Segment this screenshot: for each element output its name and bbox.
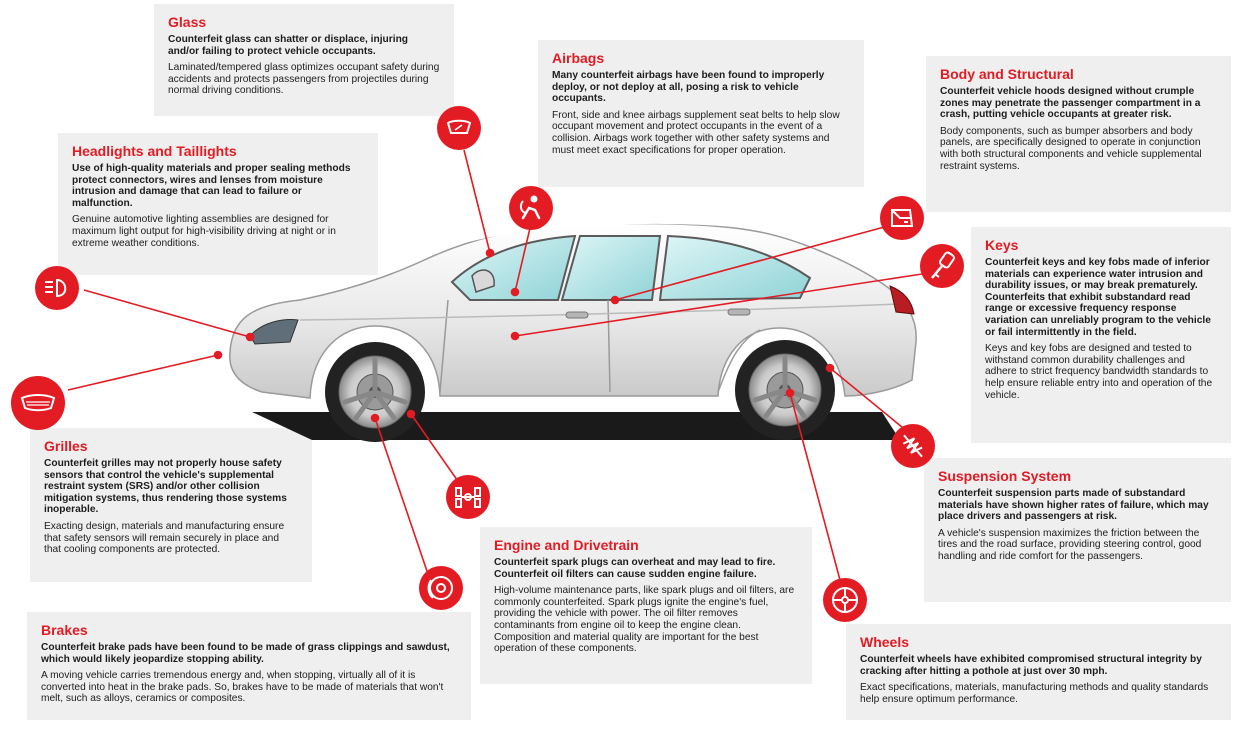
- suspension-title: Suspension System: [938, 468, 1072, 484]
- suspension-panel: Suspension System Counterfeit suspension…: [924, 458, 1231, 602]
- wheels-lead: Counterfeit wheels have exhibited compro…: [860, 654, 1202, 677]
- headlight: [249, 319, 299, 345]
- rear-spoke-4: [763, 387, 788, 419]
- body-structural-title: Body and Structural: [940, 66, 1074, 82]
- headlights-body: Genuine automotive lighting assemblies a…: [72, 214, 336, 249]
- brakes-title: Brakes: [41, 622, 88, 638]
- leader-wheels: [789, 392, 841, 581]
- glass-title: Glass: [168, 14, 207, 30]
- key-icon: [920, 244, 964, 288]
- dot-suspension: [825, 363, 835, 373]
- airbags-panel: Airbags Many counterfeit airbags have be…: [538, 40, 864, 187]
- suspension-body: A vehicle's suspension maximizes the fri…: [938, 527, 1202, 562]
- engine-lead: Counterfeit spark plugs can overheat and…: [494, 557, 776, 580]
- body-structural-lead: Counterfeit vehicle hoods designed witho…: [940, 86, 1201, 121]
- body-structural-panel: Body and Structural Counterfeit vehicle …: [926, 56, 1231, 212]
- leader-body: [614, 225, 889, 301]
- body-structural-body: Body components, such as bumper absorber…: [940, 125, 1202, 172]
- door-seam-middle: [607, 299, 611, 393]
- door-seam-front: [439, 299, 449, 393]
- headlights-lead: Use of high-quality materials and proper…: [72, 163, 351, 209]
- glass-lead: Counterfeit glass can shatter or displac…: [168, 34, 409, 57]
- dot-grilles: [213, 350, 223, 360]
- suspension-lead: Counterfeit suspension parts made of sub…: [938, 488, 1209, 523]
- grilles-lead: Counterfeit grilles may not properly hou…: [44, 458, 287, 516]
- dot-keys: [510, 331, 520, 341]
- engine-panel: Engine and Drivetrain Counterfeit spark …: [480, 527, 812, 684]
- front-door-handle: [565, 311, 589, 319]
- brake-disc-icon: [419, 566, 463, 610]
- dot-headlights: [245, 332, 255, 342]
- keys-lead: Counterfeit keys and key fobs made of in…: [985, 257, 1211, 338]
- leader-engine: [410, 413, 463, 488]
- wheel-icon: [823, 578, 867, 622]
- car-door-icon: [880, 196, 924, 240]
- headlights-panel: Headlights and Taillights Use of high-qu…: [58, 133, 378, 275]
- leader-headlights: [83, 289, 251, 338]
- leader-brakes: [374, 417, 431, 581]
- brakes-body: A moving vehicle carries tremendous ener…: [41, 670, 444, 705]
- grille-icon: [11, 376, 65, 430]
- wheels-title: Wheels: [860, 634, 910, 650]
- engine-body: High-volume maintenance parts, like spar…: [494, 585, 795, 655]
- dot-wheels: [785, 388, 795, 398]
- headlights-title: Headlights and Taillights: [72, 143, 237, 159]
- keys-title: Keys: [985, 237, 1019, 253]
- side-mirror: [471, 269, 495, 293]
- airbag-icon: [509, 186, 553, 230]
- headlight-icon: [35, 266, 79, 310]
- wheels-panel: Wheels Counterfeit wheels have exhibited…: [846, 624, 1231, 720]
- front-spoke-4: [353, 389, 378, 421]
- taillight: [889, 285, 915, 315]
- airbags-body: Front, side and knee airbags supplement …: [552, 109, 840, 156]
- leader-glass: [463, 149, 491, 254]
- airbags-title: Airbags: [552, 50, 605, 66]
- leader-suspension: [829, 367, 909, 433]
- dot-brakes: [370, 413, 380, 423]
- rear-spoke-5: [752, 387, 788, 403]
- front-spoke-5: [342, 389, 378, 405]
- brakes-panel: Brakes Counterfeit brake pads have been …: [27, 612, 471, 720]
- grilles-title: Grilles: [44, 438, 88, 454]
- wheels-body: Exact specifications, materials, manufac…: [860, 682, 1209, 705]
- grilles-panel: Grilles Counterfeit grilles may not prop…: [30, 428, 312, 582]
- leader-airbags: [514, 227, 531, 293]
- keys-panel: Keys Counterfeit keys and key fobs made …: [971, 227, 1231, 443]
- grilles-body: Exacting design, materials and manufactu…: [44, 520, 285, 556]
- brakes-lead: Counterfeit brake pads have been found t…: [41, 642, 450, 665]
- shock-absorber-icon: [891, 424, 935, 468]
- rear-door-handle: [727, 308, 751, 316]
- front-spoke-2: [372, 389, 408, 405]
- front-spoke-3: [372, 389, 397, 421]
- dot-glass: [485, 248, 495, 258]
- dot-engine: [406, 409, 416, 419]
- door-seam-rear: [717, 329, 761, 393]
- glass-panel: Glass Counterfeit glass can shatter or d…: [154, 4, 454, 116]
- engine-title: Engine and Drivetrain: [494, 537, 639, 553]
- roof-highlight: [469, 220, 741, 242]
- dot-airbags: [510, 287, 520, 297]
- airbags-lead: Many counterfeit airbags have been found…: [552, 70, 825, 105]
- leader-grilles: [67, 354, 219, 391]
- keys-body: Keys and key fobs are designed and teste…: [985, 343, 1213, 401]
- front-side-window: [560, 235, 662, 301]
- glass-body: Laminated/tempered glass optimizes occup…: [168, 62, 440, 97]
- dot-body: [610, 295, 620, 305]
- windshield-icon: [437, 106, 481, 150]
- drivetrain-icon: [446, 475, 490, 519]
- leader-keys: [514, 273, 923, 337]
